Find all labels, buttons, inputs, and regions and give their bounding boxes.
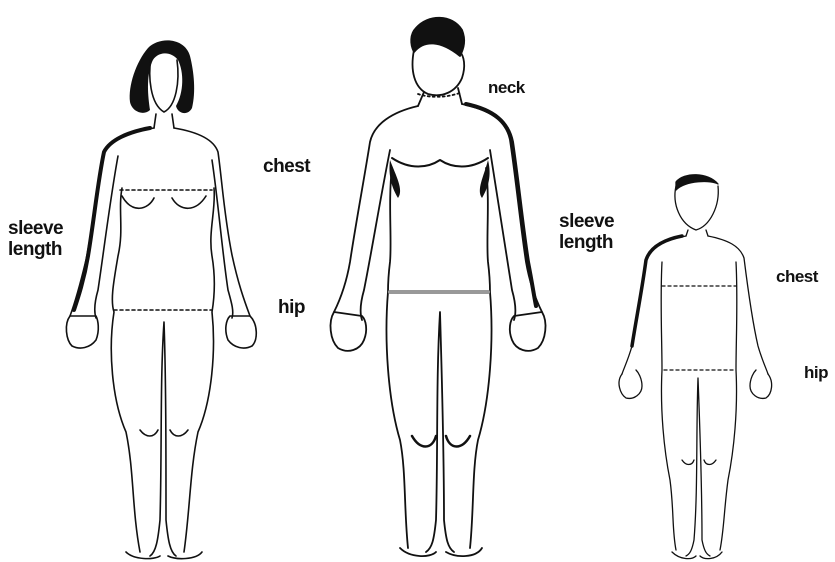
child-hand-right [750, 370, 772, 398]
man-neck-label: neck [488, 79, 525, 98]
man-figure [331, 18, 546, 556]
man-knees [412, 436, 470, 447]
woman-hip-label: hip [278, 298, 305, 319]
child-chest-label: chest [776, 268, 818, 287]
woman-sleeve-mark [74, 128, 150, 310]
man-arm-right [490, 150, 515, 320]
child-head [675, 186, 718, 230]
woman-bust [122, 196, 206, 208]
woman-hand-right [226, 316, 256, 348]
child-sleeve-mark [632, 236, 682, 346]
child-hip-label: hip [804, 364, 828, 383]
woman-face [150, 58, 178, 112]
woman-figure [66, 40, 256, 558]
child-neck [686, 230, 708, 236]
woman-hair [130, 40, 194, 113]
man-body-outline [334, 104, 542, 556]
man-chest-shade [392, 158, 488, 167]
child-figure [619, 175, 772, 559]
man-hair [411, 18, 464, 56]
man-sleeve-mark [466, 104, 536, 306]
woman-knees [140, 430, 188, 436]
woman-sleeve-length-label: sleeve length [8, 219, 63, 261]
man-sleeve-length-label: sleeve length [559, 212, 614, 254]
woman-chest-label: chest [263, 157, 310, 178]
child-hand-left [619, 370, 642, 398]
child-knees [682, 460, 716, 465]
woman-hand-left [66, 316, 98, 348]
woman-neck [154, 114, 174, 128]
child-hair [676, 175, 718, 190]
man-head [413, 50, 465, 95]
